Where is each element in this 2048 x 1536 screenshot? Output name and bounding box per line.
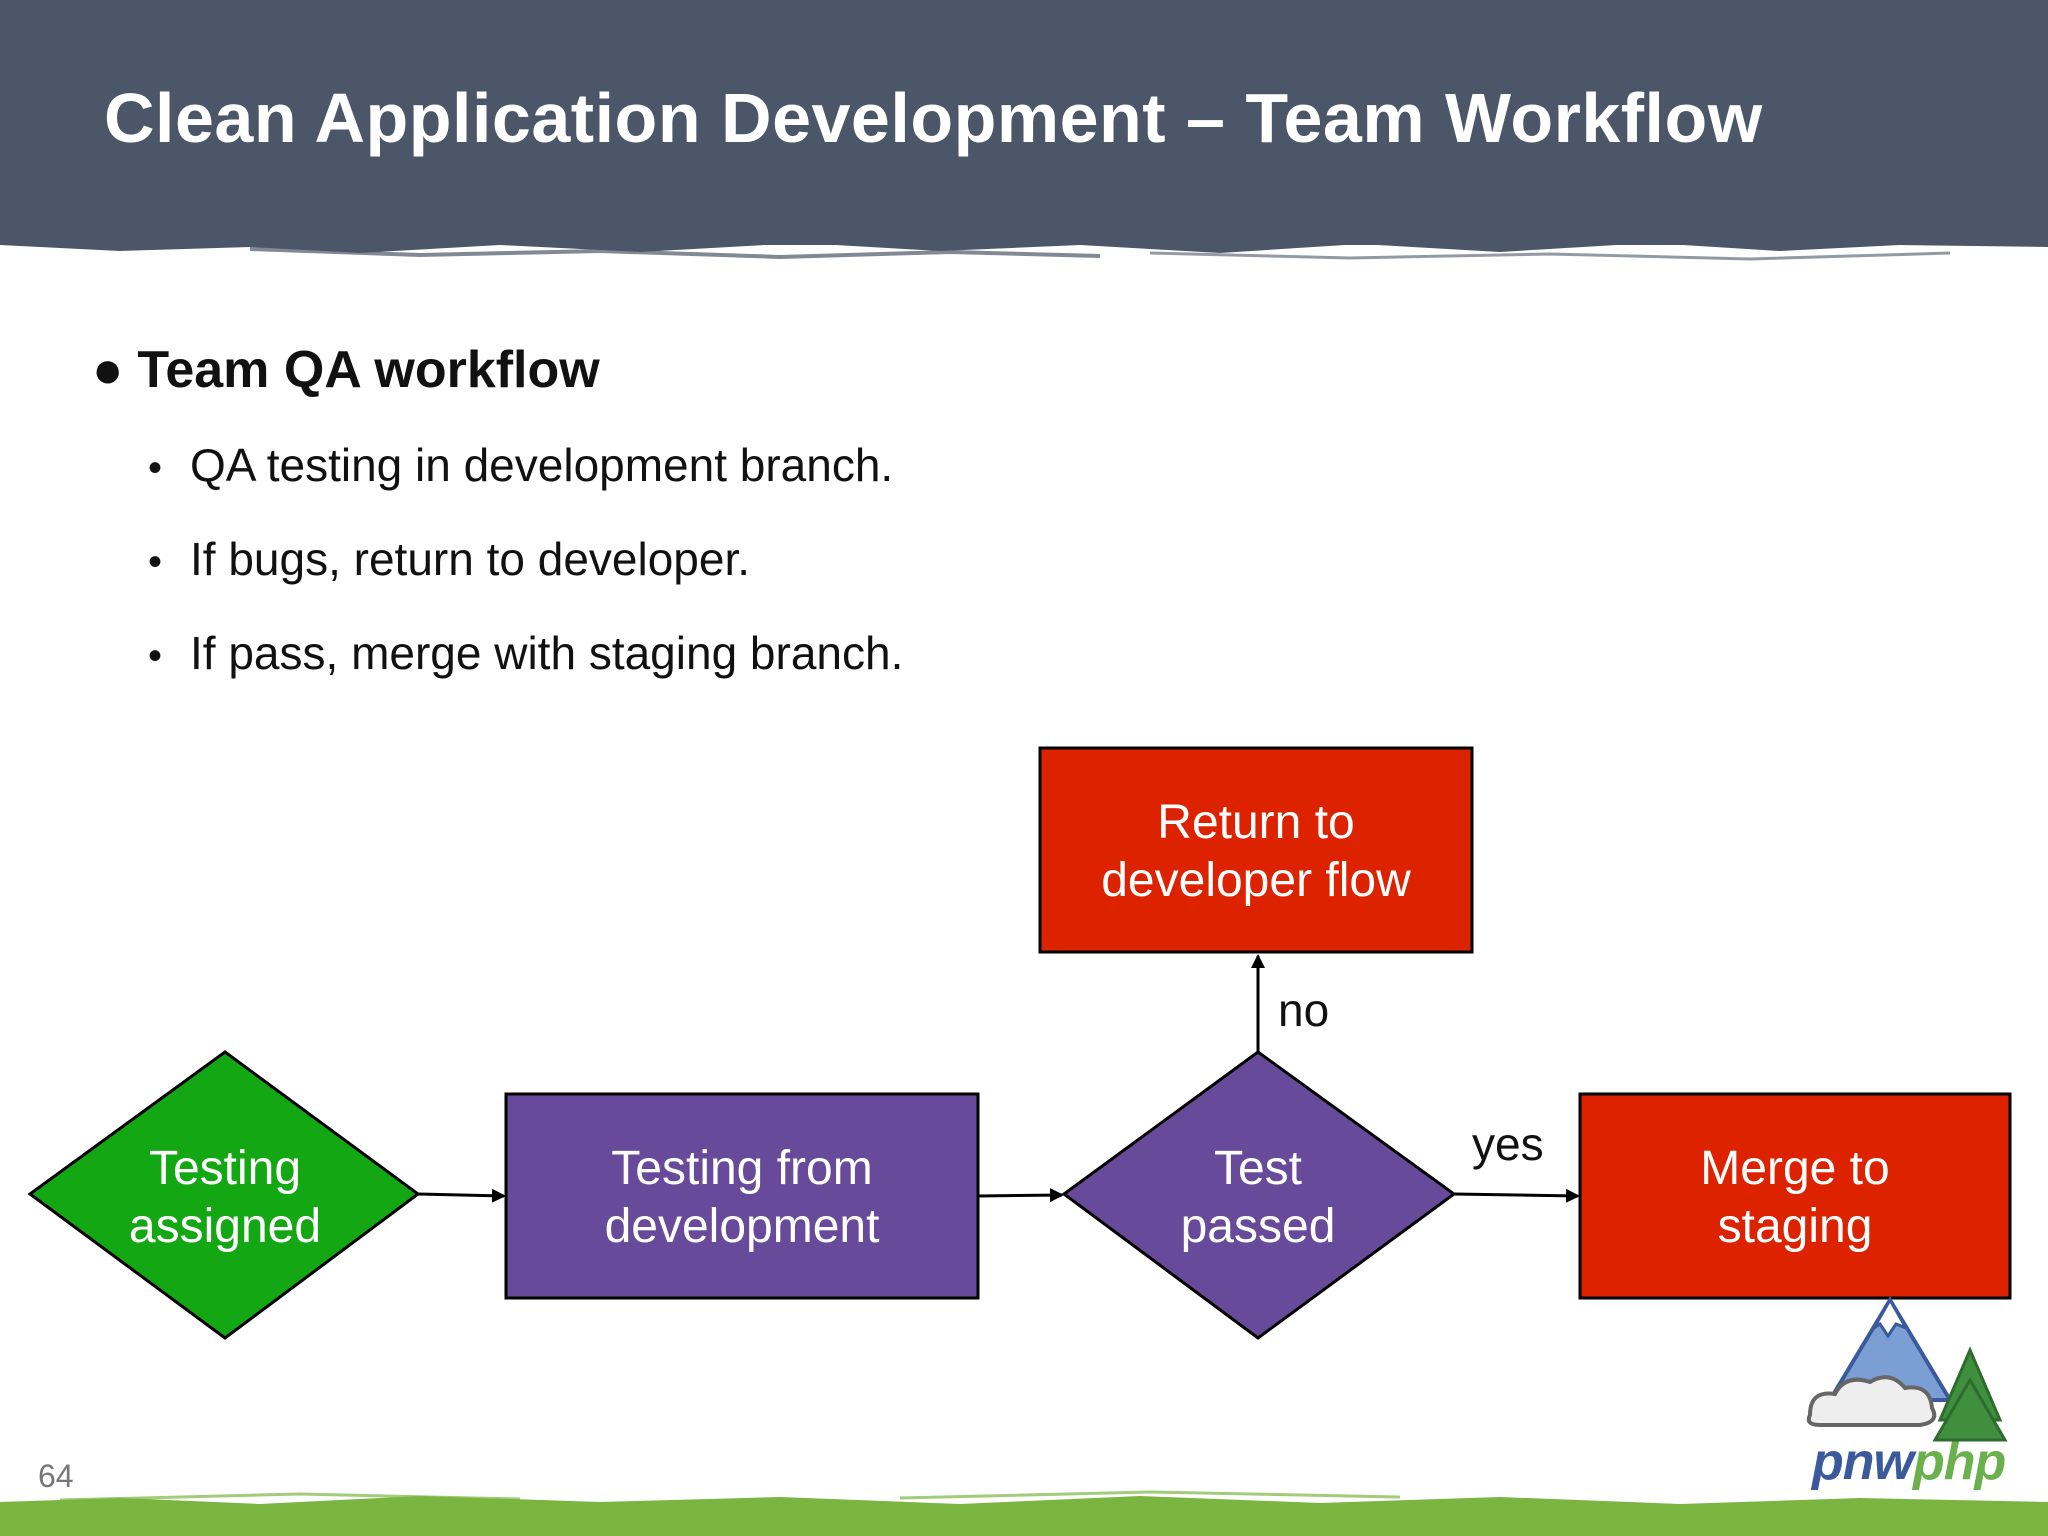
sub-bullet-item: • If pass, merge with staging branch. [148, 626, 903, 680]
sub-bullet-text: If bugs, return to developer. [190, 533, 751, 585]
page-number: 64 [38, 1458, 74, 1494]
page-title: Clean Application Development – Team Wor… [104, 79, 1763, 157]
node-label-line: passed [1181, 1200, 1336, 1253]
header-brush-edge [0, 225, 2048, 261]
rect-shape [504, 1092, 980, 1300]
node-test-passed: Test passed [1061, 1050, 1457, 1340]
diamond-shape [1061, 1050, 1457, 1340]
node-label-line: developer flow [1101, 854, 1411, 907]
node-merge-to-staging: Merge to staging [1578, 1092, 2012, 1300]
edge-decision-to-merge [1453, 1188, 1580, 1203]
node-label-line: staging [1718, 1200, 1873, 1253]
node-label-line: Test [1214, 1142, 1302, 1195]
node-testing-assigned: Testing assigned [27, 1050, 421, 1340]
node-label-line: Return to [1157, 796, 1354, 849]
slide-header [0, 0, 2048, 245]
edge-label-yes: yes [1472, 1118, 1544, 1170]
sub-bullet-item: • If bugs, return to developer. [148, 532, 750, 586]
node-label-line: Testing [149, 1142, 301, 1195]
rect-shape [1038, 746, 1474, 954]
node-return-to-developer: Return to developer flow [1038, 746, 1474, 954]
pnwphp-logo-text: pnwphp [1812, 1432, 2006, 1492]
main-bullet: ●Team QA workflow [92, 340, 600, 400]
logo-text-main: pnw [1812, 1433, 1914, 1491]
rect-shape [1578, 1092, 2012, 1300]
footer-grass-edge [0, 1490, 2048, 1536]
sub-bullet-item: • QA testing in development branch. [148, 438, 893, 492]
node-label-line: Testing from [611, 1142, 872, 1195]
node-testing-from-development: Testing from development [504, 1092, 980, 1300]
sub-bullet-text: If pass, merge with staging branch. [190, 627, 904, 679]
node-label-line: development [605, 1200, 880, 1253]
edge-label-no: no [1278, 984, 1329, 1036]
node-label-line: assigned [129, 1200, 321, 1253]
edge-testing-to-decision [977, 1188, 1064, 1203]
bullet-dot-icon: ● [92, 341, 124, 399]
bullet-dot-icon: • [148, 540, 163, 584]
bullet-dot-icon: • [148, 634, 163, 678]
pnwphp-mountain-logo-icon [1806, 1296, 2008, 1442]
qa-workflow-flowchart: no yes Testing assigned Testing from dev… [27, 746, 2012, 1340]
sub-bullet-text: QA testing in development branch. [190, 439, 894, 491]
node-label-line: Merge to [1700, 1142, 1889, 1195]
main-bullet-text: Team QA workflow [137, 341, 600, 399]
bullet-dot-icon: • [148, 446, 163, 490]
diamond-shape [27, 1050, 421, 1340]
edge-assigned-to-testing [417, 1188, 506, 1203]
logo-text-accent: php [1912, 1433, 2006, 1491]
